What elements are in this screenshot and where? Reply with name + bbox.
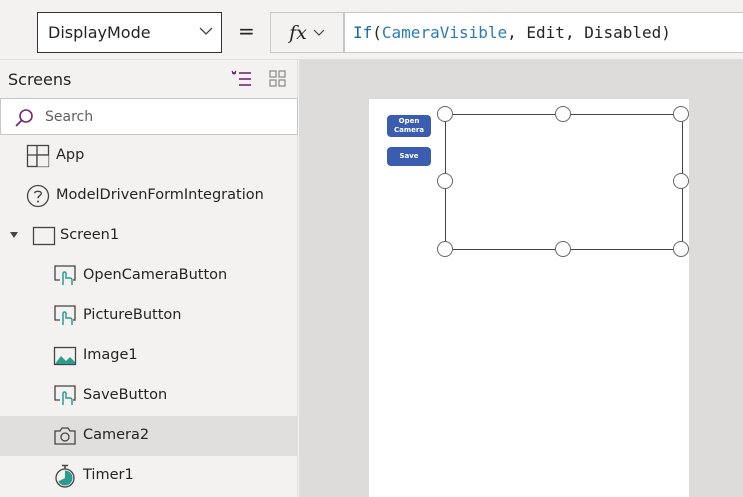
tree-item-label: Timer1	[83, 467, 134, 483]
formula-paren: (	[372, 23, 382, 42]
canvas-area: Open Camera Save	[299, 60, 743, 497]
formula-args: , Edit, Disabled)	[507, 23, 671, 42]
tree-item-label: Screen1	[60, 227, 120, 243]
panel-title: Screens	[8, 70, 72, 89]
help-circle-icon	[26, 184, 50, 208]
tree-item-label: SaveButton	[83, 387, 168, 403]
grid-view-icon[interactable]	[268, 69, 288, 89]
tree-item-label: PictureButton	[83, 307, 182, 323]
caret-down-icon[interactable]	[9, 230, 19, 240]
search-box[interactable]	[0, 98, 298, 135]
timer-icon	[55, 464, 75, 488]
resize-handle-bottom-right[interactable]	[673, 241, 689, 257]
equals-sign: =	[238, 19, 255, 43]
chevron-down-icon	[199, 27, 213, 35]
camera-icon	[54, 427, 76, 445]
tree-item-savebutton[interactable]: SaveButton	[0, 376, 297, 416]
function-button[interactable]: fx	[270, 12, 344, 53]
formula-input[interactable]: If(CameraVisible, Edit, Disabled)	[344, 12, 743, 53]
resize-handle-top-left[interactable]	[437, 106, 453, 122]
resize-handle-right[interactable]	[673, 173, 689, 189]
screen-icon	[32, 226, 56, 246]
resize-handle-top[interactable]	[555, 106, 571, 122]
chevron-down-icon	[313, 29, 325, 36]
resize-handle-bottom[interactable]	[555, 241, 571, 257]
tree-item-label: Camera2	[83, 427, 150, 443]
resize-handle-top-right[interactable]	[673, 106, 689, 122]
resize-handle-left[interactable]	[437, 173, 453, 189]
camera-control[interactable]	[445, 114, 683, 250]
tree-item-label: ModelDrivenFormIntegration	[56, 187, 264, 203]
property-dropdown-value: DisplayMode	[48, 23, 151, 42]
tree-item-modeldrivenformintegration[interactable]: ModelDrivenFormIntegration	[0, 176, 297, 216]
tree-item-screen1[interactable]: Screen1	[0, 216, 297, 256]
tree-item-camera2[interactable]: Camera2	[0, 416, 297, 456]
resize-handle-bottom-left[interactable]	[437, 241, 453, 257]
tree-item-label: OpenCameraButton	[83, 267, 228, 283]
formula-function: If	[353, 23, 373, 42]
formula-variable: CameraVisible	[381, 23, 508, 42]
search-input[interactable]	[45, 107, 285, 127]
tree-item-image1[interactable]: Image1	[0, 336, 297, 376]
save-button[interactable]: Save	[387, 147, 431, 166]
property-dropdown[interactable]: DisplayMode	[37, 12, 222, 53]
image-icon	[53, 346, 77, 366]
tree-header: Screens	[0, 60, 298, 98]
tree-item-timer1[interactable]: Timer1	[0, 456, 297, 496]
screen-canvas: Open Camera Save	[369, 99, 689, 497]
search-icon	[15, 109, 33, 127]
formula-bar: DisplayMode = fx If(CameraVisible, Edit,…	[0, 0, 743, 60]
tree-item-opencamerabutton[interactable]: OpenCameraButton	[0, 256, 297, 296]
tree-view-panel: Screens App	[0, 60, 298, 497]
tree-item-label: Image1	[83, 347, 138, 363]
button-touch-icon	[54, 265, 76, 285]
button-touch-icon	[54, 305, 76, 325]
tree-view-icon[interactable]	[230, 69, 252, 89]
tree-item-picturebutton[interactable]: PictureButton	[0, 296, 297, 336]
open-camera-button[interactable]: Open Camera	[387, 115, 431, 137]
tree-item-app[interactable]: App	[0, 136, 297, 176]
fx-icon: fx	[289, 21, 307, 44]
tree-item-label: App	[56, 147, 85, 163]
app-icon	[26, 144, 50, 168]
button-touch-icon	[54, 385, 76, 405]
